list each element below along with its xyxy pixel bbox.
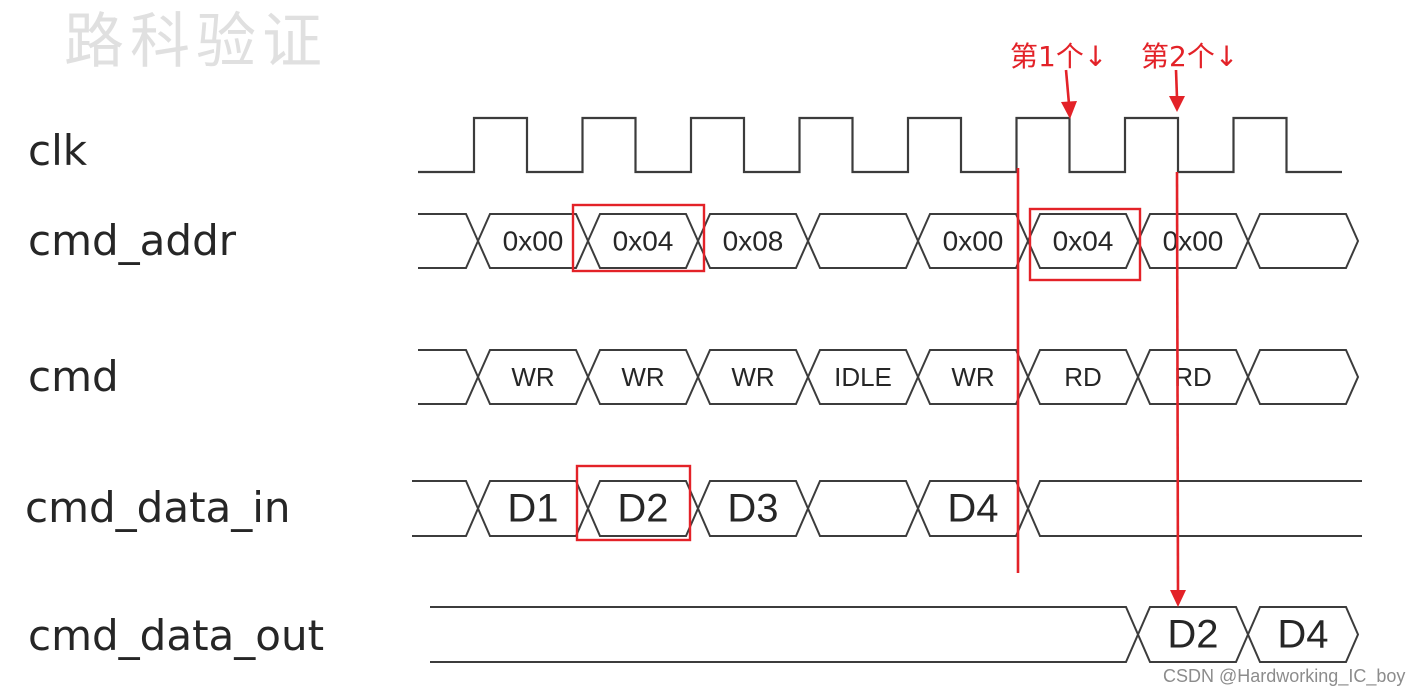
signal-label-clk: clk [28,126,88,175]
cmd_addr-value: 0x08 [723,226,784,257]
cmd_data_in-value: D4 [947,487,998,531]
cmd_addr-segment [1246,213,1360,269]
cmd_data_out-segment [1246,606,1360,663]
annotation-second-arrow [1174,69,1179,99]
highlight-box-cmd-addr-first [571,203,706,273]
cmd-value: IDLE [834,362,892,392]
annotation-first-arrowhead [1061,101,1077,119]
cmd-lead-in [418,349,479,405]
cmd_addr-value: 0x04 [1053,226,1114,257]
cmd_data_in-value: D3 [727,487,778,531]
cmd-value: WR [621,362,664,392]
annotation-second-label: 第2个↓ [1141,40,1238,73]
cmd-value: RD [1174,362,1212,392]
cmd_data_in-lead-in [412,480,479,537]
cmd_data_in-segment [806,480,920,537]
marker-line-second-arrowhead [1170,590,1186,607]
annotation-second-arrowhead [1169,96,1185,112]
highlight-box-cmd-data-in [575,464,692,542]
cmd_data_in-value: D2 [617,487,668,531]
cmd_addr-value: 0x00 [1163,226,1224,257]
cmd_data_in-segment [1026,480,1362,537]
cmd_data_in-value: D1 [507,487,558,531]
signal-label-cmd: cmd [28,352,119,401]
signal-labels: clk cmd_addr cmd cmd_data_in cmd_data_ou… [25,126,324,660]
cmd_addr-value: 0x00 [943,226,1004,257]
cmd_data_out-value: D4 [1277,613,1328,657]
cmd-value: WR [951,362,994,392]
signal-label-cmd-data-out: cmd_data_out [28,611,324,660]
clk-waveform [418,116,1342,174]
faded-title-watermark: 路科验证 [64,7,328,77]
cmd-value: WR [731,362,774,392]
cmd-value: WR [511,362,554,392]
cmd_addr-value: 0x00 [503,226,564,257]
annotation-first-label: 第1个↓ [1010,40,1107,73]
cmd-value: RD [1064,362,1102,392]
annotations: 第1个↓ 第2个↓ [571,40,1238,607]
annotation-first-arrow [1064,69,1071,105]
cmd_addr-segment [806,213,920,269]
signal-label-cmd-addr: cmd_addr [28,216,237,265]
cmd_data_out-lead-in [430,606,1139,663]
credit-watermark: CSDN @Hardworking_IC_boy [1163,666,1405,687]
marker-line-second [1175,171,1180,593]
highlight-box-cmd-addr-second [1028,207,1142,282]
cmd_addr-lead-in [418,213,479,269]
cmd_data_out-value: D2 [1167,613,1218,657]
cmd-segment [1246,349,1360,405]
cmd_addr-value: 0x04 [613,226,674,257]
signal-label-cmd-data-in: cmd_data_in [25,483,291,532]
